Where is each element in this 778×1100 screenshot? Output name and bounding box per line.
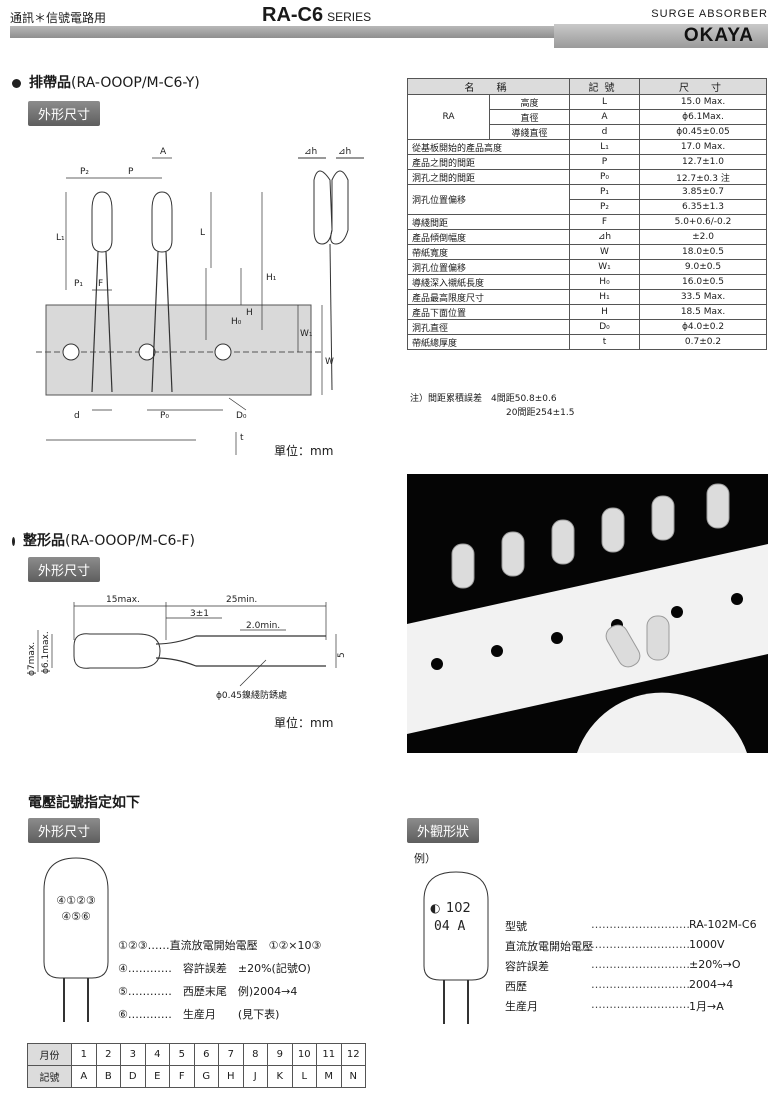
code-cell: D xyxy=(120,1065,146,1088)
code-cell: L xyxy=(291,1065,317,1088)
dim-3: 3±1 xyxy=(190,609,209,619)
dim-5: 5 xyxy=(337,652,347,658)
example-label: 例） xyxy=(414,852,436,865)
dim-label-t: t xyxy=(240,433,244,443)
brand-logo: OKAYA xyxy=(554,24,768,48)
dim-label-dh-right: ⊿h xyxy=(338,147,351,157)
dim-label-p1: P₁ xyxy=(74,279,83,289)
category-label: 通訊＊信號電路用 xyxy=(10,11,107,25)
example-properties: 型號……………………………………RA-102M-C6 直流放電開始電壓……………… xyxy=(505,918,757,1013)
code-cell: K xyxy=(267,1065,293,1088)
section-voltage-title: 電壓記號指定如下 xyxy=(28,795,140,811)
month-cell: 3 xyxy=(120,1043,146,1066)
dim-phi6: ϕ6.1max. xyxy=(41,631,51,674)
legend-tolerance: ④………… 容許誤差 ±20%(記號O) xyxy=(118,962,311,975)
code-cell: H xyxy=(218,1065,244,1088)
product-photo-image xyxy=(407,483,768,753)
section-appearance-tag: 外觀形狀 xyxy=(407,818,480,843)
code-cell: A xyxy=(71,1065,97,1088)
ra-group-label: RA xyxy=(407,94,490,140)
dim-label-p2: P₂ xyxy=(80,167,89,177)
legend-month: ⑥………… 生産月 (見下表) xyxy=(118,1008,280,1021)
legend-year: ⑤………… 西歷末尾 例)2004→4 xyxy=(118,985,298,998)
example-mark-2: 04 A xyxy=(434,919,465,934)
dim-2min: 2.0min. xyxy=(246,621,280,631)
month-cell: 4 xyxy=(144,1043,170,1066)
unit-label-2: 單位：mm xyxy=(274,716,334,730)
section-voltage-tag: 外形尺寸 xyxy=(28,818,101,843)
dim-label-w: W xyxy=(325,357,334,367)
dim-label-d: d xyxy=(74,411,80,421)
product-photo xyxy=(407,474,768,753)
legend-voltage: ①②③……直流放電開始電壓 ①②×10③ xyxy=(118,939,322,952)
tolerance-note: 注）間距累積誤差 4間距50.8±0.6 20間距254±1.5 xyxy=(410,394,575,418)
code-cell: N xyxy=(340,1065,366,1088)
header-bar xyxy=(10,26,554,38)
dim-label-w1: W₁ xyxy=(300,329,313,339)
code-row-label: 記號 xyxy=(27,1065,72,1088)
month-cell: 7 xyxy=(218,1043,244,1066)
month-row-label: 月份 xyxy=(27,1043,72,1066)
product-type-label: SURGE ABSORBER xyxy=(651,8,768,20)
taped-dimension-drawing: P₂ P A ⊿h ⊿h L₁ L H₁ P₁ F H₀ H W₁ W d P₀… xyxy=(36,147,364,455)
spec-table: 名 稱 記號 尺 寸 RA 高度 L 15.0 Max. 直徑 A ϕ6.1Ma… xyxy=(407,78,767,350)
code-cell: G xyxy=(193,1065,219,1088)
code-cell: J xyxy=(242,1065,268,1088)
body-marks-bottom: ④⑤⑥ xyxy=(61,910,91,923)
dim-phi7: ϕ7max. xyxy=(27,642,37,676)
dim-label-p0: P₀ xyxy=(160,411,169,421)
marking-drawing-left: ④①②③ ④⑤⑥ xyxy=(43,857,109,1022)
dim-25min: 25min. xyxy=(226,595,257,605)
month-cell: 2 xyxy=(95,1043,121,1066)
dim-label-h1: H₁ xyxy=(266,273,277,283)
dim-label-h: H xyxy=(246,308,253,318)
code-cell: E xyxy=(144,1065,170,1088)
dim-wire: ϕ0.45鎳綫防銹處 xyxy=(216,689,287,701)
month-cell: 5 xyxy=(169,1043,195,1066)
example-mark-icon: ◐ xyxy=(430,901,440,915)
body-marks-top: ④①②③ xyxy=(56,894,96,907)
header-dimension: 尺 寸 xyxy=(639,78,767,95)
dim-label-h0: H₀ xyxy=(231,317,242,327)
series-label: SERIES xyxy=(327,10,372,24)
month-cell: 8 xyxy=(242,1043,268,1066)
dim-label-l: L xyxy=(200,228,205,238)
month-cell: 6 xyxy=(193,1043,219,1066)
code-cell: B xyxy=(95,1065,121,1088)
code-cell: M xyxy=(316,1065,342,1088)
code-cell: F xyxy=(169,1065,195,1088)
formed-dimension-drawing: 15max. 25min. 3±1 2.0min. ϕ7max. ϕ6.1max… xyxy=(27,595,347,701)
dim-label-a: A xyxy=(160,147,167,157)
section-formed-tag: 外形尺寸 xyxy=(28,557,101,582)
dim-label-p: P xyxy=(128,167,134,177)
section-taped-tag: 外形尺寸 xyxy=(28,101,101,126)
example-mark-1: 102 xyxy=(446,901,471,916)
dim-label-d0: D₀ xyxy=(236,411,247,421)
month-cell: 12 xyxy=(340,1043,366,1066)
header-name: 名 稱 xyxy=(407,78,570,95)
bullet-icon xyxy=(12,78,21,88)
month-cell: 9 xyxy=(267,1043,293,1066)
dim-label-dh-left: ⊿h xyxy=(304,147,317,157)
month-cell: 11 xyxy=(316,1043,342,1066)
dim-label-l1: L₁ xyxy=(56,233,65,243)
marking-drawing-right: ◐ 102 04 A xyxy=(423,871,489,1024)
month-cell: 1 xyxy=(71,1043,97,1066)
dim-15max: 15max. xyxy=(106,595,140,605)
month-cell: 10 xyxy=(291,1043,317,1066)
dim-label-f: F xyxy=(98,279,103,289)
unit-label-1: 單位：mm xyxy=(274,444,334,458)
bullet-icon xyxy=(12,536,15,546)
section-taped-title: 排帶品(RA-OOOP/M-C6-Y) xyxy=(12,72,200,92)
section-formed-title: 整形品(RA-OOOP/M-C6-F) xyxy=(12,530,195,550)
header-symbol: 記號 xyxy=(569,78,640,95)
